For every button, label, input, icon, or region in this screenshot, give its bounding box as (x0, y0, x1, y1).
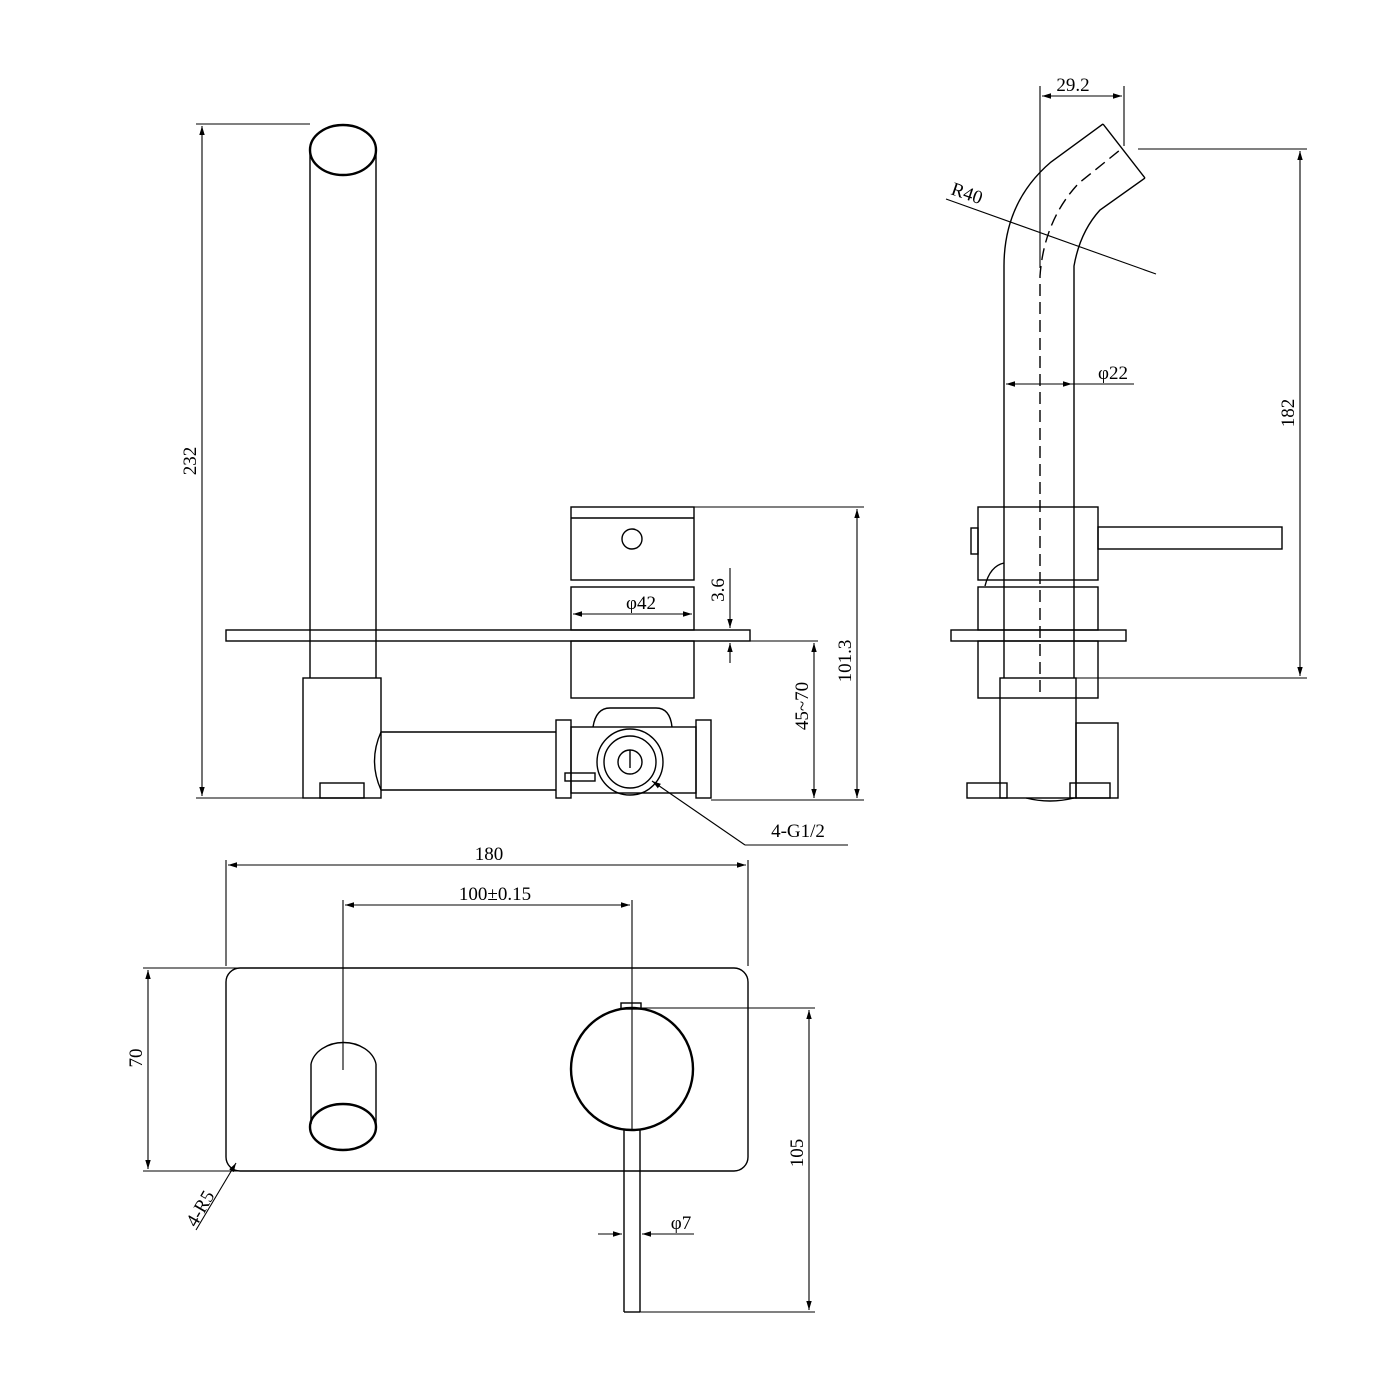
dim-lever-length: 105 (632, 1007, 815, 1313)
side-spout (1003, 123, 1146, 692)
label-handle-diameter: φ42 (626, 593, 656, 614)
label-lever-diameter: φ7 (671, 1213, 691, 1234)
dim-plate-width: 180 (225, 844, 749, 966)
label-plate-thickness: 3.6 (708, 578, 729, 602)
face-spout-outlet (308, 1041, 378, 1152)
face-plate (225, 967, 749, 1172)
dim-side-height: 182 (1076, 148, 1307, 679)
label-inlets: 4-G1/2 (771, 821, 825, 842)
dim-plate-height: 70 (126, 967, 240, 1172)
dim-handle-diameter: φ42 (573, 593, 692, 617)
side-wall-plate (950, 629, 1127, 642)
front-connecting-pipe (373, 731, 556, 791)
front-valve-body (555, 707, 712, 799)
leader-inlets: 4-G1/2 (651, 780, 848, 846)
dim-spout-diameter: φ22 (1006, 363, 1134, 387)
label-side-spout-span: 29.2 (1056, 75, 1089, 96)
label-lever-length: 105 (787, 1139, 808, 1168)
dim-side-spout-span: 29.2 (1039, 75, 1125, 268)
dim-centers: 100±0.15 (342, 884, 633, 1130)
front-wall-plate (225, 629, 751, 642)
front-spout (302, 123, 382, 799)
label-centers: 100±0.15 (459, 884, 531, 905)
leader-corner-radius: 4-R5 (182, 1162, 237, 1231)
dim-wall-depth: 45~70 (750, 640, 818, 798)
dim-front-height: 232 (180, 123, 310, 799)
label-side-height: 182 (1278, 399, 1299, 428)
dim-plate-thickness: 3.6 (708, 568, 733, 663)
label-plate-height: 70 (126, 1049, 147, 1068)
side-view: 29.2 R40 φ22 182 (945, 75, 1307, 802)
front-view: 232 101.3 45~70 3.6 φ42 4 (180, 123, 864, 846)
side-valve-body (966, 677, 1119, 802)
label-spout-diameter: φ22 (1098, 363, 1128, 384)
label-corner-radius: 4-R5 (182, 1187, 219, 1230)
label-plate-width: 180 (475, 844, 504, 865)
dim-body-depth: 101.3 (694, 506, 864, 801)
label-body-depth: 101.3 (835, 640, 856, 683)
label-wall-depth: 45~70 (792, 682, 813, 730)
label-bend-radius: R40 (948, 179, 985, 209)
plate-view: 180 100±0.15 70 4-R5 φ7 (126, 844, 815, 1313)
front-handle (570, 506, 695, 699)
label-front-height: 232 (180, 447, 201, 476)
dim-lever-diameter: φ7 (598, 1213, 694, 1237)
side-handle (970, 506, 1283, 699)
